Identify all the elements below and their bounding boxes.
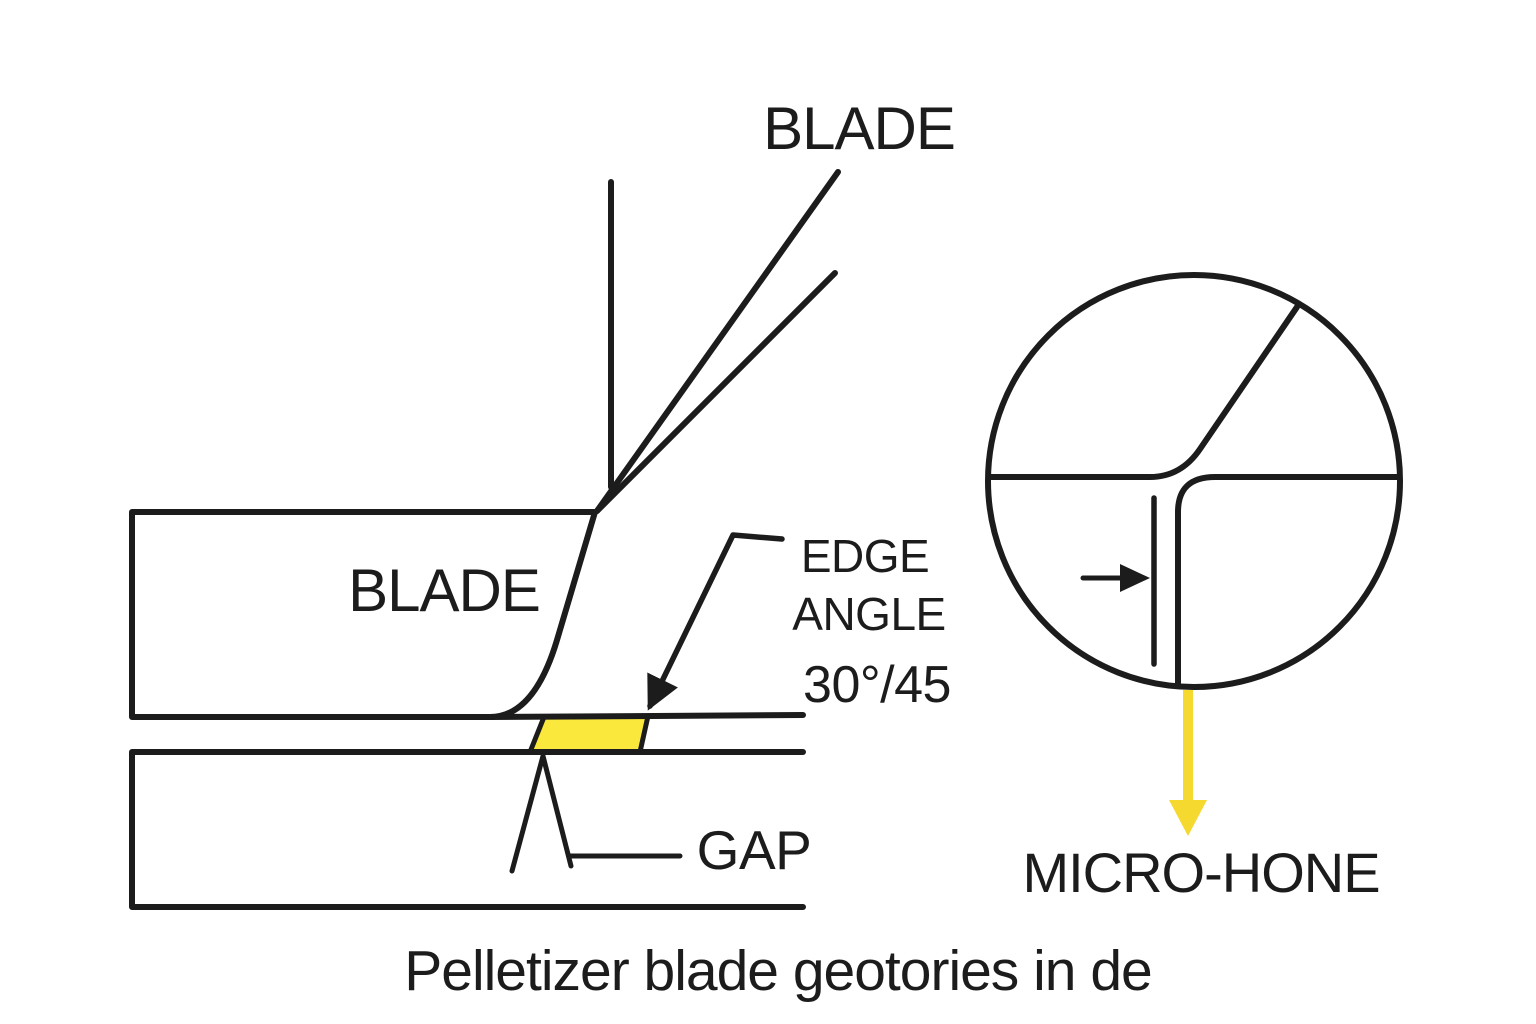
cutting-plane-line	[487, 712, 806, 720]
upper-blade-front-face-line	[594, 169, 841, 514]
edge-highlight-region	[527, 713, 651, 755]
magnified-blade-profile	[987, 304, 1300, 480]
magnified-die-profile	[1175, 474, 1402, 687]
edge-angle-label-line2: ANGLE	[792, 588, 945, 640]
hone-pointer-arrowhead-icon	[1120, 564, 1150, 592]
edge-angle-label-line1: EDGE	[801, 530, 929, 582]
micro-hone-label: MICRO-HONE	[1022, 841, 1379, 904]
upper-blade-bevel-line	[594, 270, 838, 514]
magnifier-circle	[985, 272, 1403, 690]
edge-angle-value: 30°/45	[803, 656, 951, 714]
blade-body-outline	[129, 509, 598, 720]
edge-angle-leader-arrow	[647, 532, 785, 711]
micro-hone-arrowhead-icon	[1169, 800, 1207, 836]
die-plate-outline	[129, 749, 806, 910]
gap-indicator-v	[509, 753, 574, 874]
upper-blade-label: BLADE	[763, 95, 955, 162]
gap-label: GAP	[697, 819, 812, 881]
figure-caption: Pelletizer blade geotories in de	[404, 939, 1152, 1003]
blade-body-label: BLADE	[348, 557, 540, 624]
